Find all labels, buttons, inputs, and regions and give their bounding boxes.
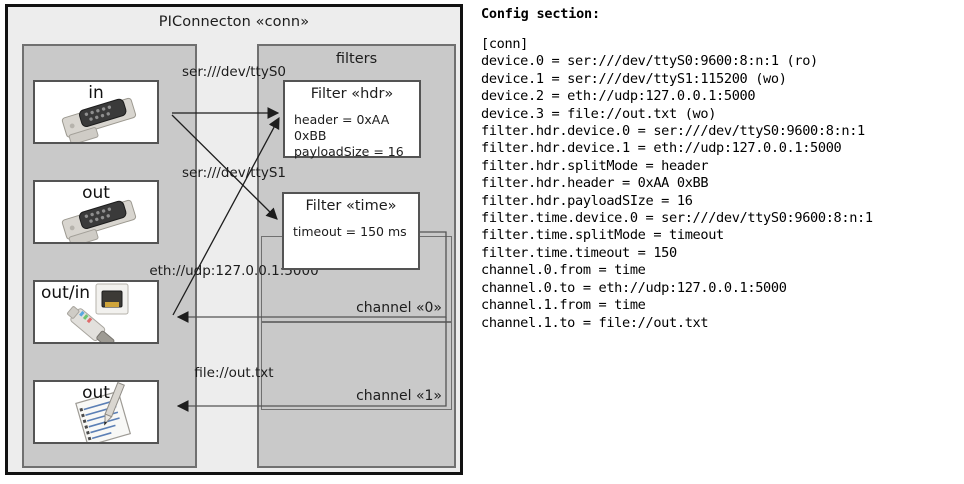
device-1-label: ser:///dev/ttyS1 (182, 165, 286, 181)
serial-port-icon (35, 182, 157, 242)
device-1-box[interactable]: out (33, 180, 159, 244)
filter-hdr-props: header = 0xAA 0xBB payloadSize = 16 (294, 112, 419, 160)
config-line: channel.1.to = file://out.txt (481, 314, 709, 331)
device-3-box[interactable]: out (33, 380, 159, 444)
config-line: [conn] (481, 36, 529, 52)
config-line: filter.time.timeout = 150 (481, 244, 677, 261)
device-2-caption: out/in (41, 283, 91, 303)
channel-1-label: channel «1» (356, 388, 442, 404)
config-line: filter.hdr.device.0 = ser:///dev/ttyS0:9… (481, 123, 865, 140)
filter-hdr-box[interactable]: Filter «hdr» header = 0xAA 0xBB payloadS… (283, 80, 421, 160)
filters-group-title: filters (335, 51, 378, 67)
filter-time-box[interactable]: Filter «time» timeout = 150 ms (282, 192, 420, 270)
config-line: device.2 = eth://udp:127.0.0.1:5000 (481, 88, 756, 105)
config-line: device.0 = ser:///dev/ttyS0:9600:8:n:1 (… (481, 53, 818, 70)
device-2-box[interactable]: out/in (33, 280, 159, 344)
device-0-box[interactable]: in (33, 80, 159, 144)
filter-hdr-title: Filter «hdr» (310, 86, 394, 102)
serial-port-icon (35, 82, 157, 142)
config-line: filter.time.splitMode = timeout (481, 227, 724, 244)
connector-diagram: PIConnecton «conn» filters channel «0» c… (5, 4, 463, 475)
config-line: filter.hdr.splitMode = header (481, 157, 709, 174)
config-line: channel.0.from = time (481, 262, 646, 279)
config-line: filter.hdr.header = 0xAA 0xBB (481, 175, 709, 192)
config-line: filter.time.device.0 = ser:///dev/ttyS0:… (481, 210, 873, 227)
config-panel: Config section: [conn]device.0 = ser:///… (481, 6, 961, 332)
config-text: [conn]device.0 = ser:///dev/ttyS0:9600:8… (481, 36, 961, 332)
device-0-caption: in (88, 83, 104, 103)
device-1-caption: out (82, 183, 110, 203)
config-line: channel.1.from = time (481, 297, 646, 314)
filter-time-prop-timeout: timeout = 150 ms (293, 224, 407, 239)
config-line: device.3 = file://out.txt (wo) (481, 105, 717, 122)
config-heading: Config section: (481, 6, 600, 22)
config-line: device.1 = ser:///dev/ttyS1:115200 (wo) (481, 70, 787, 87)
config-line: channel.0.to = eth://udp:127.0.0.1:5000 (481, 279, 787, 296)
channel-0-label: channel «0» (356, 300, 442, 316)
config-line: filter.hdr.payloadSIze = 16 (481, 192, 693, 209)
filter-hdr-prop-payloadsize: payloadSize = 16 (294, 144, 404, 159)
diagram-title: PIConnecton «conn» (158, 14, 310, 30)
ethernet-plug-icon (35, 282, 157, 342)
config-line: filter.hdr.device.1 = eth://udp:127.0.0.… (481, 140, 842, 157)
device-3-label: file://out.txt (194, 365, 274, 381)
device-3-caption: out (82, 383, 110, 403)
device-0-label: ser:///dev/ttyS0 (182, 64, 286, 80)
filter-time-title: Filter «time» (305, 198, 397, 214)
filter-time-props: timeout = 150 ms (293, 224, 407, 240)
filter-hdr-prop-header: header = 0xAA 0xBB (294, 112, 390, 143)
text-file-icon (35, 382, 157, 442)
